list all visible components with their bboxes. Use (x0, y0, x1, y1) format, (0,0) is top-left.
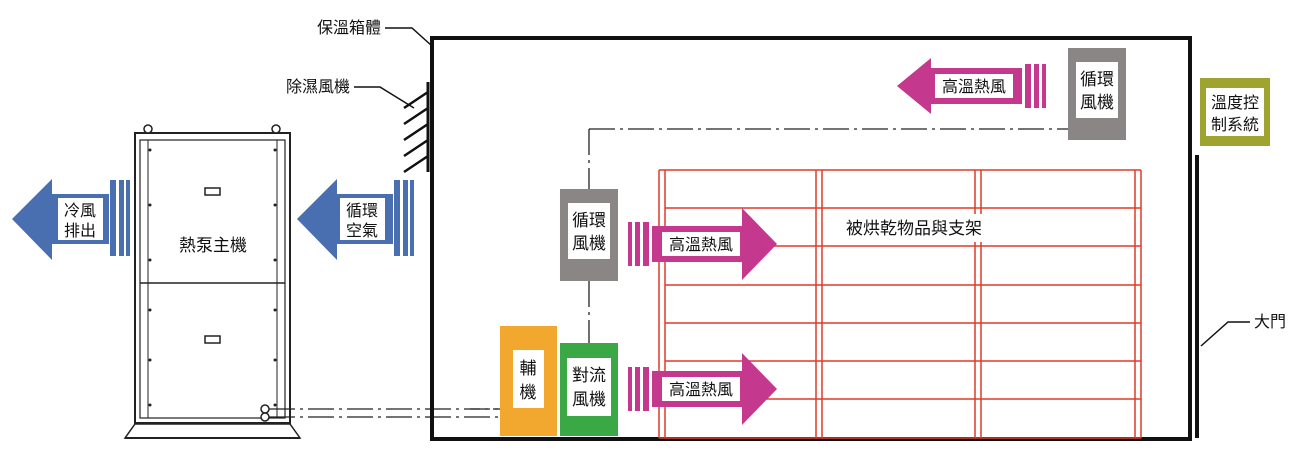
aux-label-1: 輔 (520, 359, 537, 379)
cold-air-label-2: 排出 (64, 221, 96, 240)
dehumidifier-fan: 除濕風機 (286, 77, 430, 174)
hot-air-arrow-top: 高溫熱風 (897, 58, 1046, 114)
door-label: 大門 (1254, 312, 1286, 331)
hot-air-arrow-bottom: 高溫熱風 (628, 353, 777, 425)
circ-fan-top-label-1: 循環 (1080, 70, 1114, 90)
temp-control-label-1: 溫度控 (1211, 93, 1259, 112)
duct-lines (470, 128, 1068, 410)
heat-pump-label: 熱泵主機 (179, 236, 247, 256)
hot-air-top-label: 高溫熱風 (942, 77, 1006, 96)
door: 大門 (1195, 155, 1286, 438)
dehumidifier-label: 除濕風機 (286, 77, 350, 96)
circulating-fan-top: 循環 風機 (1068, 48, 1126, 140)
hot-air-arrow-mid: 高溫熱風 (628, 208, 777, 280)
insulation-box-label: 保溫箱體 (317, 18, 381, 37)
circulating-air-label-2: 空氣 (346, 221, 378, 240)
heat-pump-unit: 熱泵主機 (123, 124, 302, 439)
circ-fan-mid-label-1: 循環 (572, 211, 606, 231)
aux-label-2: 機 (520, 383, 537, 403)
conv-fan-label-1: 對流 (572, 366, 606, 386)
conv-fan-label-2: 風機 (572, 390, 606, 410)
convection-fan: 對流 風機 (560, 343, 618, 436)
hot-air-bottom-label: 高溫熱風 (669, 380, 733, 399)
aux-unit: 輔 機 (500, 326, 557, 436)
insulation-box-callout: 保溫箱體 (317, 18, 433, 47)
insulation-box (430, 36, 1192, 441)
cold-air-exhaust-arrow: 冷風 排出 (12, 179, 130, 260)
temp-control-label-2: 制系統 (1211, 115, 1259, 134)
circulating-fan-mid: 循環 風機 (560, 189, 618, 281)
circ-fan-top-label-2: 風機 (1080, 93, 1114, 113)
dried-items-label: 被烘乾物品與支架 (846, 219, 982, 239)
hot-air-mid-label: 高溫熱風 (669, 235, 733, 254)
drying-rack (658, 169, 1142, 439)
cold-air-label-1: 冷風 (64, 201, 96, 220)
pipe-lines (269, 408, 500, 418)
circ-fan-mid-label-2: 風機 (572, 234, 606, 254)
circulating-air-arrow: 循環 空氣 (297, 179, 414, 260)
circulating-air-label-1: 循環 (346, 201, 378, 220)
temperature-control-system: 溫度控 制系統 (1200, 78, 1270, 146)
